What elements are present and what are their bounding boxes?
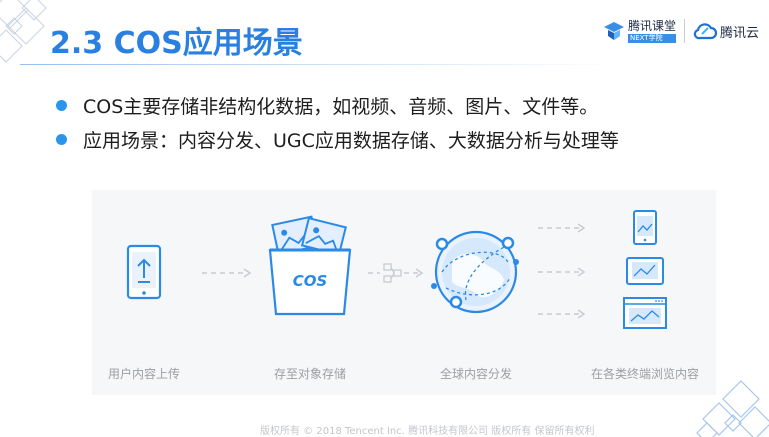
bullet-item: 应用场景：内容分发、UGC应用数据存储、大数据分析与处理等 [56,124,619,154]
browser-window-icon [623,297,667,329]
flow-arrow-icon [368,263,424,283]
tencent-cloud-logo: 腾讯云 [693,22,759,41]
bullet-item: COS主要存储非结构化数据，如视频、音频、图片、文件等。 [56,90,619,120]
corner-decoration-bottom-right [696,380,769,437]
graduation-cap-icon [603,22,624,40]
slide-title: 2.3 COS应用场景 [50,26,303,61]
flow-arrow-icon [538,223,586,319]
title-underline [20,64,620,65]
tencent-cloud-name: 腾讯云 [719,25,759,41]
logo-divider [683,19,685,43]
bullet-text: 应用场景：内容分发、UGC应用数据存储、大数据分析与处理等 [83,129,619,152]
next-academy-tag: NEXT学院 [627,33,676,43]
cos-bucket-icon: COS [268,215,352,316]
cloud-icon [693,23,718,40]
tencent-classroom-name: 腾讯课堂 [627,18,676,33]
tencent-classroom-logo: 腾讯课堂 NEXT学院 [603,20,676,43]
bullet-text: COS主要存储非结构化数据，如视频、音频、图片、文件等。 [83,95,599,118]
brand-logos: 腾讯课堂 NEXT学院 腾讯云 [603,18,759,44]
scenario-diagram-panel [92,190,716,395]
step-caption: 存至对象存储 [273,367,347,381]
bullet-dot-icon [56,99,67,111]
step-caption: 用户内容上传 [107,367,181,381]
copyright-footer: 版权所有 © 2018 Tencent Inc. 腾讯科技有限公司 版权所有 保… [260,426,595,437]
step-caption: 全球内容分发 [439,367,513,381]
flow-arrow-icon [202,268,252,278]
cos-label: COS [293,272,328,290]
phone-device-icon [633,210,657,245]
bullet-list: COS主要存储非结构化数据，如视频、音频、图片、文件等。 应用场景：内容分发、U… [56,90,619,158]
tablet-device-icon [626,257,664,285]
step-caption: 在各类终端浏览内容 [590,367,700,381]
globe-distribution-icon [431,230,519,314]
bullet-dot-icon [56,133,67,145]
upload-tablet-icon [126,244,162,300]
corner-decoration-top-left [0,0,47,63]
